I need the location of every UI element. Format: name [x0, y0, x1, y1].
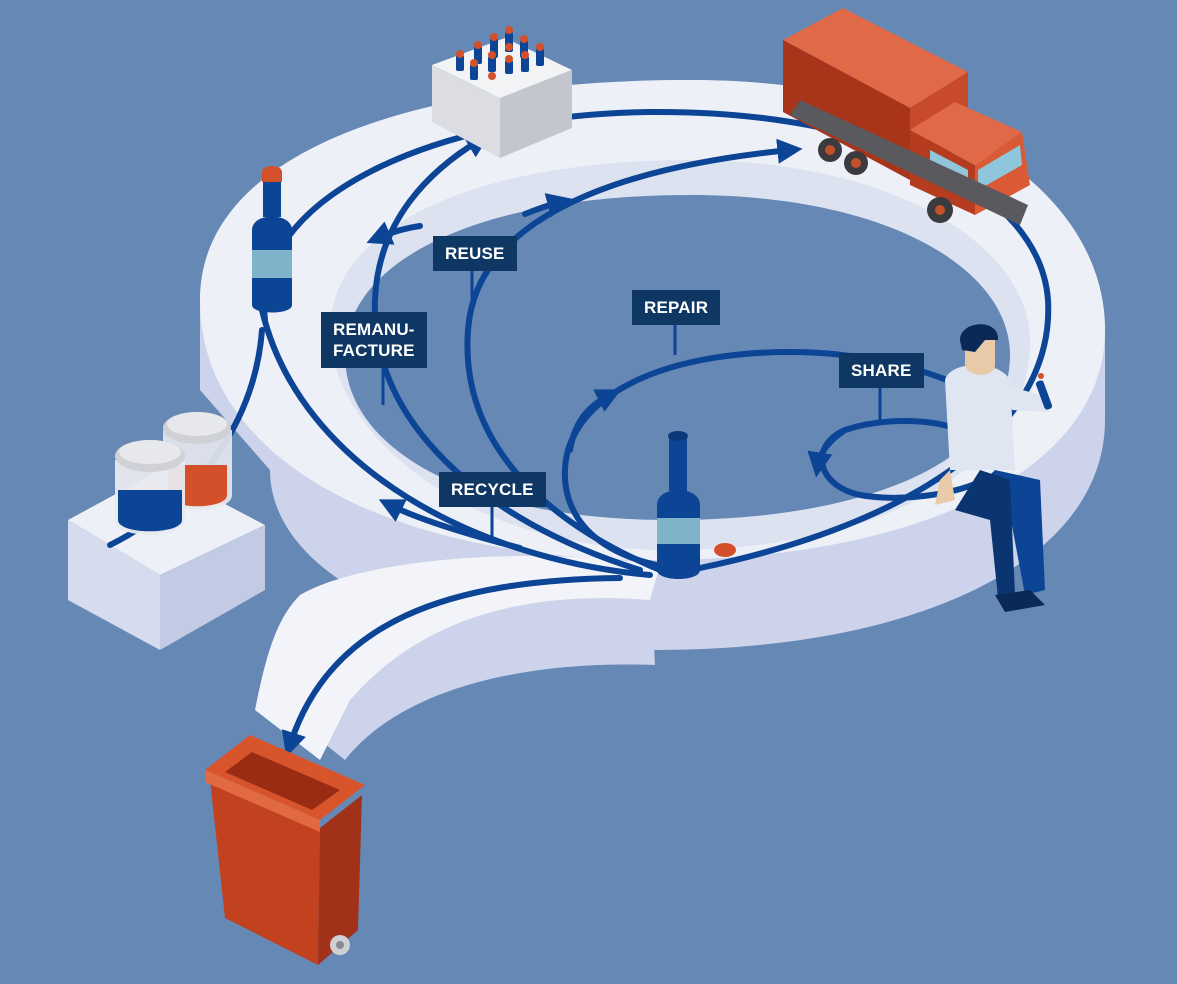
label-remanufacture: REMANU- FACTURE — [321, 312, 427, 368]
label-recycle: RECYCLE — [439, 472, 546, 507]
glass-bottle-icon — [252, 166, 292, 313]
person-drinking-icon — [935, 324, 1053, 612]
paint-jars-icon — [115, 412, 232, 535]
label-connectors — [381, 268, 882, 540]
label-reuse: REUSE — [433, 236, 517, 271]
delivery-truck-icon — [783, 8, 1030, 225]
disposal-arrow — [281, 575, 623, 757]
waste-bin-icon — [205, 735, 365, 965]
label-repair: REPAIR — [632, 290, 721, 325]
glass-bottle-icon — [657, 431, 736, 579]
recycle-loop-arrow — [259, 307, 653, 578]
reuse-loop-arrow — [464, 138, 803, 573]
label-share: SHARE — [839, 353, 924, 388]
bottle-crate-icon — [432, 26, 572, 158]
